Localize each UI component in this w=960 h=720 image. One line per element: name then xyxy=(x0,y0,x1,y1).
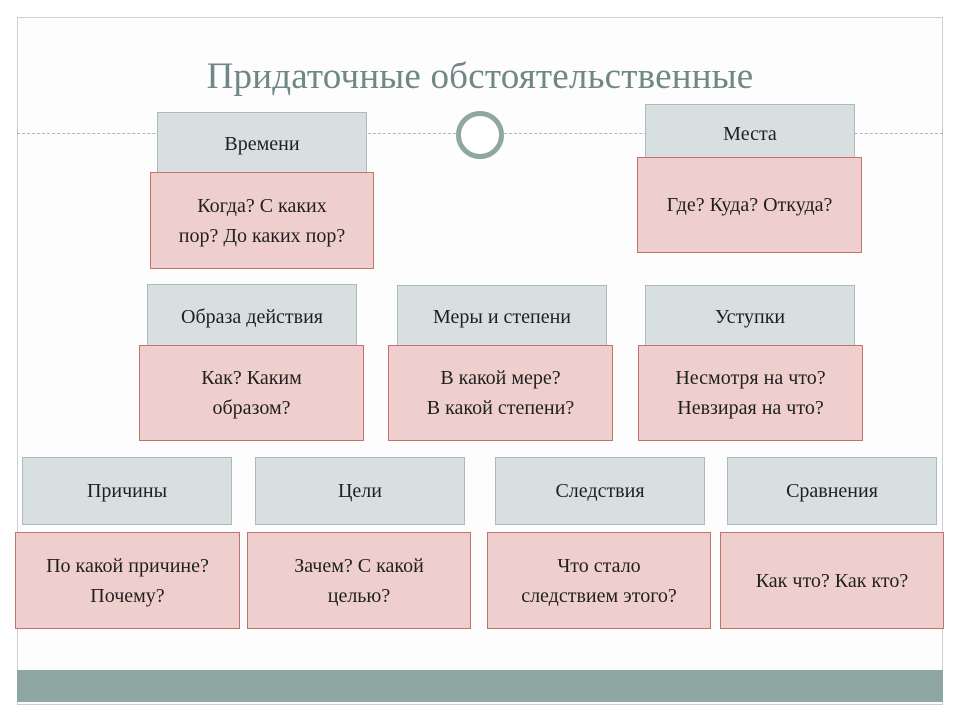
questions-sravneniya: Как что? Как кто? xyxy=(720,532,944,629)
category-mesta: Места xyxy=(645,104,855,164)
questions-mery-i-stepeni: В какой мере? В какой степени? xyxy=(388,345,613,441)
category-tseli: Цели xyxy=(255,457,465,525)
category-mery-i-stepeni: Меры и степени xyxy=(397,285,607,350)
questions-prichiny: По какой причине? Почему? xyxy=(15,532,240,629)
questions-sledstviya: Что стало следствием этого? xyxy=(487,532,711,629)
category-sravneniya: Сравнения xyxy=(727,457,937,525)
questions-ustupki: Несмотря на что? Невзирая на что? xyxy=(638,345,863,441)
slide-title: Придаточные обстоятельственные xyxy=(206,56,754,97)
questions-mesta: Где? Куда? Откуда? xyxy=(637,157,862,253)
questions-vremeni: Когда? С каких пор? До каких пор? xyxy=(150,172,374,269)
questions-tseli: Зачем? С какой целью? xyxy=(247,532,471,629)
category-vremeni: Времени xyxy=(157,112,367,176)
category-obraza-deistviya: Образа действия xyxy=(147,284,357,350)
category-ustupki: Уступки xyxy=(645,285,855,350)
questions-obraza-deistviya: Как? Каким образом? xyxy=(139,345,364,441)
category-sledstviya: Следствия xyxy=(495,457,705,525)
footer-bar xyxy=(17,670,943,702)
circle-ornament-icon xyxy=(456,111,504,159)
category-prichiny: Причины xyxy=(22,457,232,525)
